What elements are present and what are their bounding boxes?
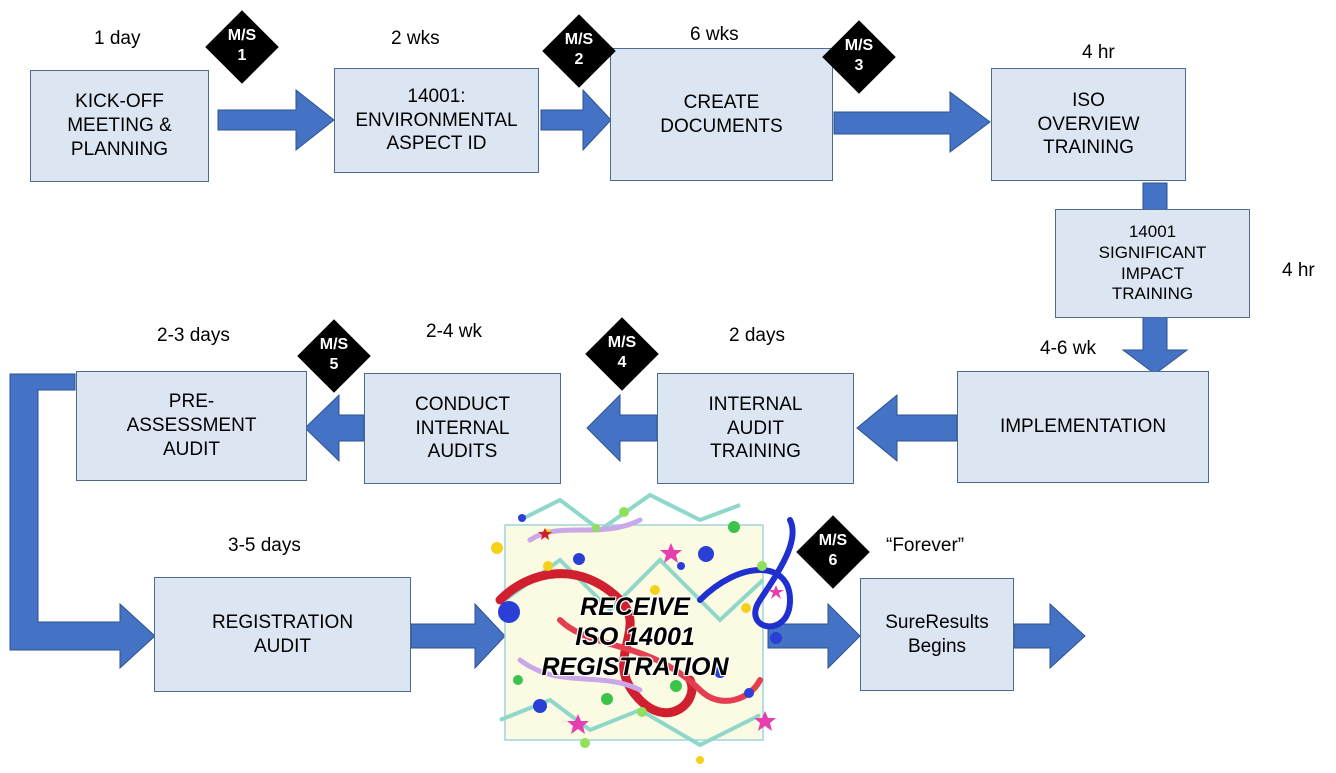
step-audit-training: INTERNAL AUDIT TRAINING: [657, 373, 854, 484]
step-aspect: 14001: ENVIRONMENTAL ASPECT ID: [334, 68, 539, 173]
duration-registration: 3-5 days: [228, 535, 301, 556]
milestone-3: M/S 3: [822, 20, 896, 94]
duration-preassessment: 2-3 days: [157, 325, 230, 346]
arrow-internal-to-preassessment: [304, 393, 365, 463]
arrow-preassessment-to-registration: [9, 373, 156, 670]
step-registration: REGISTRATION AUDIT: [154, 577, 411, 692]
step-preassessment: PRE- ASSESSMENT AUDIT: [76, 371, 307, 481]
arrow-significant-to-implementation: [1121, 316, 1189, 375]
step-documents: CREATE DOCUMENTS: [610, 48, 833, 181]
duration-sureresults: “Forever”: [886, 535, 965, 556]
duration-audit-training: 2 days: [729, 325, 785, 346]
milestone-6: M/S 6: [796, 515, 870, 589]
arrow-receive-to-sureresults: [767, 602, 861, 670]
duration-kickoff: 1 day: [94, 28, 141, 49]
step-significant: 14001 SIGNIFICANT IMPACT TRAINING: [1055, 209, 1250, 318]
arrow-documents-to-training: [833, 91, 991, 153]
milestone-1: M/S 1: [205, 10, 279, 84]
duration-aspect: 2 wks: [391, 28, 440, 49]
step-iso-training: ISO OVERVIEW TRAINING: [991, 68, 1186, 181]
step-kickoff: KICK-OFF MEETING & PLANNING: [30, 70, 209, 182]
milestone-2: M/S 2: [542, 14, 616, 88]
duration-implementation: 4-6 wk: [1040, 338, 1096, 359]
duration-significant: 4 hr: [1282, 260, 1315, 281]
step-implementation: IMPLEMENTATION: [957, 371, 1209, 483]
arrow-audit-training-to-internal: [586, 393, 658, 463]
arrow-registration-to-receive: [410, 602, 506, 670]
arrow-aspect-to-documents: [540, 88, 612, 152]
step-receive-registration: RECEIVE ISO 14001 REGISTRATION: [541, 593, 729, 681]
milestone-4: M/S 4: [585, 317, 659, 391]
duration-internal-audits: 2-4 wk: [426, 321, 482, 342]
arrow-training-to-significant: [1142, 182, 1168, 212]
duration-documents: 6 wks: [690, 24, 739, 45]
step-sureresults: SureResults Begins: [860, 578, 1014, 691]
arrow-kickoff-to-aspect: [217, 88, 335, 152]
duration-iso-training: 4 hr: [1082, 42, 1115, 63]
arrow-implementation-to-audit-training: [856, 393, 958, 463]
milestone-5: M/S 5: [297, 319, 371, 393]
step-internal-audits: CONDUCT INTERNAL AUDITS: [364, 373, 561, 484]
arrow-sureresults-forward: [1013, 602, 1086, 670]
